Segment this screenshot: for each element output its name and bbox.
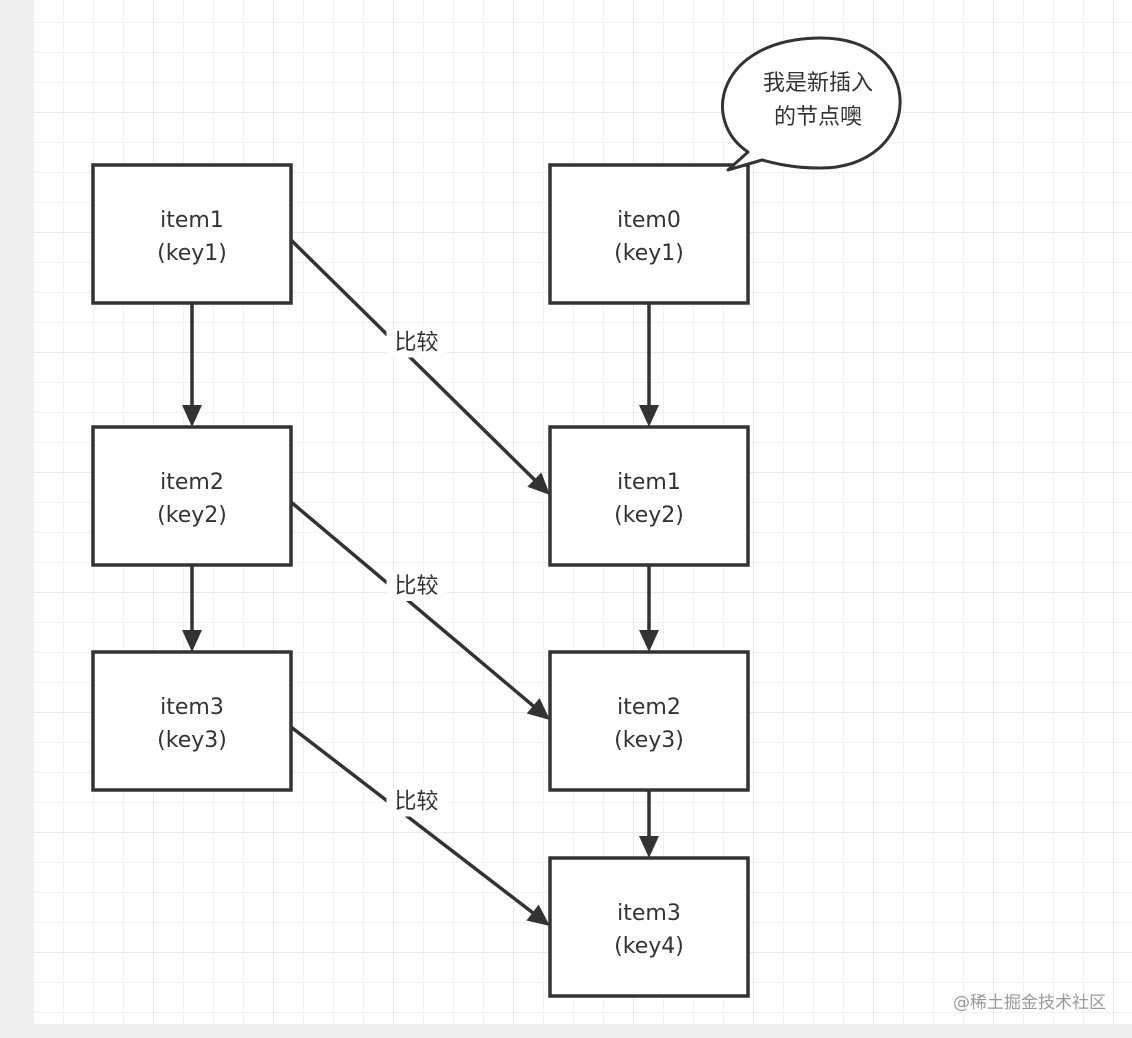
callout: 我是新插入 的节点噢 [721,36,902,172]
node-box [91,650,293,792]
node-title: item2 [617,695,681,720]
arrowhead-icon [182,630,202,652]
compare-edge: 比较 [289,725,550,926]
compare-edge: 比较 [289,500,550,720]
node-key: (key1) [157,241,227,266]
callout-bubble [721,36,902,172]
node-title: item0 [617,208,681,233]
node-box [91,425,293,567]
callout-line-1: 我是新插入 [763,71,873,96]
node-key: (key2) [614,503,684,528]
arrowhead-icon [526,904,550,926]
node-l3[interactable]: item3 (key3) [91,650,293,792]
arrowhead-icon [526,698,550,720]
edge-label-bg [386,327,447,358]
edge-line [289,238,539,484]
arrowhead-icon [639,630,659,652]
node-title: item1 [160,208,224,233]
edge-label-bg [386,786,447,817]
arrowhead-icon [639,405,659,427]
node-box [91,163,293,305]
edge-label: 比较 [394,331,438,356]
node-key: (key3) [614,728,684,753]
node-box [548,650,750,792]
next-edge [639,303,659,427]
edge-label: 比较 [394,790,438,815]
edge-line [289,500,538,710]
node-box [548,425,750,567]
next-edge [182,303,202,427]
node-title: item3 [617,901,681,926]
node-r0[interactable]: item0 (key1) [548,163,750,305]
node-r2[interactable]: item2 (key3) [548,650,750,792]
node-key: (key1) [614,241,684,266]
node-key: (key3) [157,728,227,753]
next-edge [639,790,659,858]
node-l1[interactable]: item1 (key1) [91,163,293,305]
arrowhead-icon [639,836,659,858]
nodes-layer: item1 (key1) item2 (key2) item3 (key3) item0 (k… [91,163,750,998]
node-key: (key4) [614,934,684,959]
node-r1[interactable]: item1 (key2) [548,425,750,567]
next-edge [182,565,202,652]
compare-edge: 比较 [289,238,550,495]
callout-line-2: 的节点噢 [774,105,862,130]
node-title: item3 [160,695,224,720]
node-title: item1 [617,470,681,495]
next-edge [639,565,659,652]
node-title: item2 [160,470,224,495]
node-box [548,856,750,998]
edge-line [289,725,537,917]
arrowhead-icon [182,405,202,427]
node-key: (key2) [157,503,227,528]
edge-label-bg [386,571,447,601]
edge-label: 比较 [394,574,438,599]
watermark: @稀土掘金技术社区 [953,993,1106,1013]
node-box [548,163,750,305]
arrowhead-icon [527,472,550,495]
node-l2[interactable]: item2 (key2) [91,425,293,567]
node-r3[interactable]: item3 (key4) [548,856,750,998]
